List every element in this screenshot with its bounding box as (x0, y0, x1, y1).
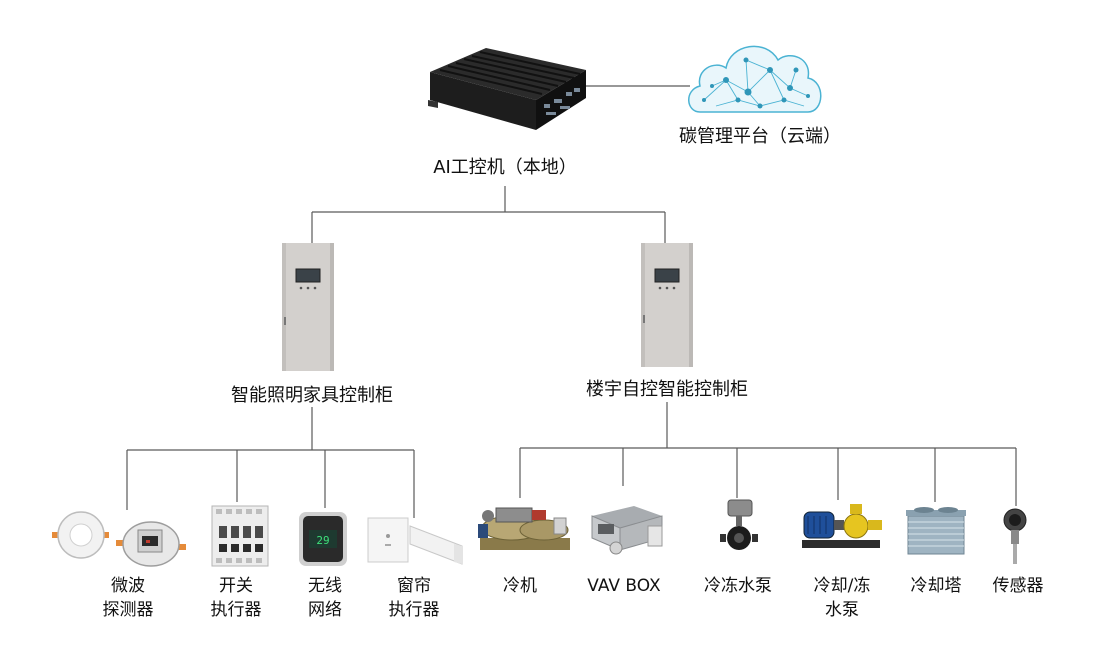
device-label-chiller: 冷机 (503, 576, 537, 596)
microwave-sensor-icon (52, 511, 186, 567)
cooling-tower-icon (906, 507, 966, 555)
valve-icon (720, 499, 758, 550)
device-label-sensor: 传感器 (992, 576, 1044, 596)
switch-actuator-icon (211, 505, 269, 567)
building-control-cabinet-icon (641, 243, 693, 367)
device-label-switch-actuator: 开关执行器 (210, 576, 262, 620)
wireless-gateway-icon: 29 (299, 512, 347, 566)
vav-box-icon (591, 506, 663, 555)
device-label-wireless-network: 无线网络 (308, 576, 342, 620)
cloud-network-icon (688, 45, 822, 113)
industrial-pc-icon (428, 48, 586, 130)
device-label-cooling-tower: 冷却塔 (910, 576, 962, 596)
water-pump-icon (802, 504, 882, 548)
building-cabinet-label: 楼宇自控智能控制柜 (586, 379, 748, 400)
ai-controller-label: AI工控机（本地） (433, 157, 577, 178)
svg-text:29: 29 (316, 534, 329, 547)
pressure-sensor-icon (1003, 508, 1027, 564)
lighting-control-cabinet-icon (282, 243, 334, 371)
lighting-cabinet-label: 智能照明家具控制柜 (231, 385, 393, 406)
device-label-curtain-actuator: 窗帘执行器 (388, 576, 440, 620)
device-label-cooling-pump: 冷却/冻水泵 (813, 576, 871, 620)
device-label-microwave-sensor: 微波探测器 (102, 576, 154, 620)
chiller-icon (478, 507, 570, 550)
cloud-platform-label: 碳管理平台（云端） (679, 126, 841, 147)
device-label-vav-box: VAV BOX (587, 576, 661, 596)
curtain-actuator-icon (367, 517, 463, 565)
device-label-chilled-water-pump: 冷冻水泵 (704, 576, 772, 596)
